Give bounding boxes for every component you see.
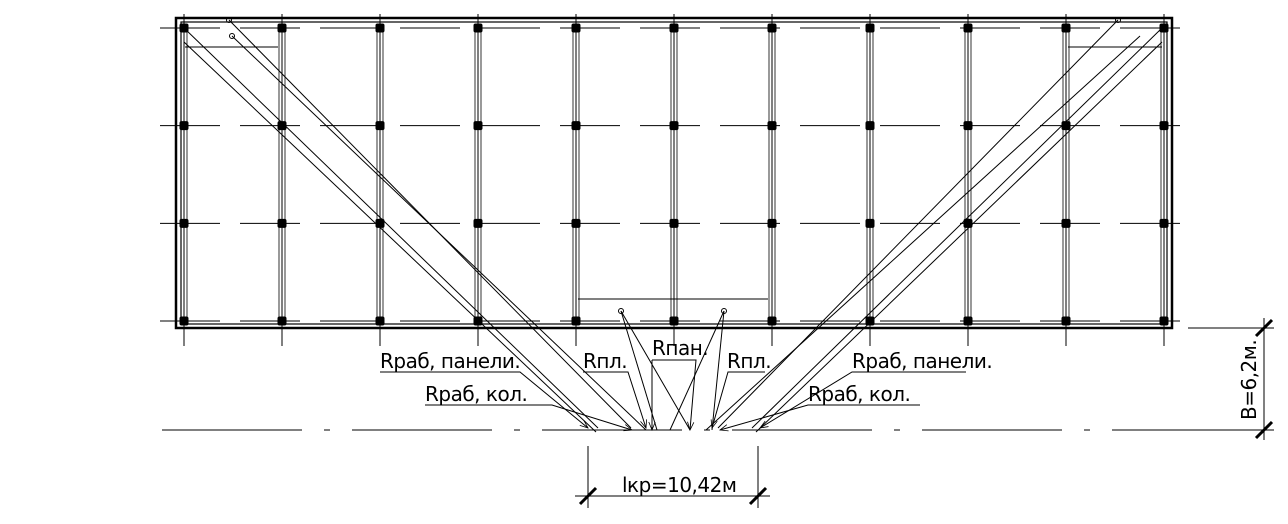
leader-r-rab-kol-left <box>425 404 632 430</box>
label-l-kr: lкр=10,42м <box>622 473 736 497</box>
column-node <box>963 316 973 326</box>
column-node <box>865 23 875 33</box>
column-node <box>473 218 483 228</box>
hook-point <box>226 17 232 23</box>
column-node <box>1061 121 1071 131</box>
column-node <box>473 121 483 131</box>
column-node <box>767 218 777 228</box>
column-node <box>1159 316 1169 326</box>
column-node <box>865 218 875 228</box>
plan-details <box>185 17 1162 314</box>
label-r-rab-kol-left: Rраб, кол. <box>425 382 527 406</box>
hook-point <box>229 33 235 39</box>
labels: Rраб, панели. Rраб, кол. Rпл. Rпан. Rпл.… <box>380 336 1261 497</box>
label-b: B=6,2м. <box>1237 340 1261 420</box>
column-node <box>571 316 581 326</box>
column-node <box>865 316 875 326</box>
column-node <box>179 121 189 131</box>
column-node <box>1159 121 1169 131</box>
reach-line <box>717 19 1119 429</box>
leader-r-pan-1 <box>652 359 697 430</box>
column-node <box>375 23 385 33</box>
reach-line <box>711 310 725 431</box>
reach-line <box>620 310 658 431</box>
dim-tick <box>1254 318 1274 338</box>
reach-line <box>183 27 599 429</box>
dimension-b <box>1188 318 1274 440</box>
column-node <box>1061 316 1071 326</box>
column-node <box>473 23 483 33</box>
column-node <box>179 316 189 326</box>
column-node <box>669 23 679 33</box>
column-node <box>963 121 973 131</box>
label-r-rab-panel-left: Rраб, панели. <box>380 349 520 373</box>
column-node <box>767 316 777 326</box>
column-node <box>571 218 581 228</box>
column-node <box>669 218 679 228</box>
reach-line <box>669 310 725 431</box>
reach-line <box>705 35 1141 431</box>
column-node <box>1159 218 1169 228</box>
column-node <box>277 316 287 326</box>
dim-tick <box>1254 420 1274 440</box>
dim-tick <box>748 486 768 506</box>
label-r-pl-left: Rпл. <box>583 349 627 373</box>
leaders <box>380 359 966 430</box>
column-node <box>375 316 385 326</box>
label-r-rab-panel-right: Rраб, панели. <box>852 349 992 373</box>
label-r-pl-right: Rпл. <box>727 349 771 373</box>
column-node <box>1159 23 1169 33</box>
column-node <box>963 23 973 33</box>
reach-line <box>755 41 1163 433</box>
column-node <box>669 316 679 326</box>
column-node <box>277 121 287 131</box>
column-node <box>179 218 189 228</box>
dim-tick <box>578 486 598 506</box>
column-node <box>571 23 581 33</box>
column-node <box>1061 218 1071 228</box>
reach-lines <box>183 19 1163 433</box>
grid-axes <box>160 14 1184 346</box>
column-node <box>865 121 875 131</box>
column-node <box>767 23 777 33</box>
column-node <box>1061 23 1071 33</box>
column-node <box>277 218 287 228</box>
column-node <box>277 23 287 33</box>
dimension-lkr <box>575 446 770 508</box>
column-node <box>669 121 679 131</box>
leader-r-rab-kol-right <box>720 404 920 430</box>
column-node <box>767 121 777 131</box>
hook-point <box>618 308 624 314</box>
leader-r-pl-right <box>712 371 765 428</box>
label-r-rab-kol-right: Rраб, кол. <box>808 382 910 406</box>
leader-r-rab-panel-right <box>760 371 966 428</box>
label-r-pan: Rпан. <box>652 336 708 360</box>
leader-r-pl-left <box>583 371 646 428</box>
reach-line <box>231 35 647 431</box>
hook-point <box>1115 17 1121 23</box>
reach-line <box>751 27 1163 429</box>
reach-line <box>183 41 597 433</box>
column-node <box>571 121 581 131</box>
columns <box>179 23 1169 326</box>
column-node <box>375 121 385 131</box>
